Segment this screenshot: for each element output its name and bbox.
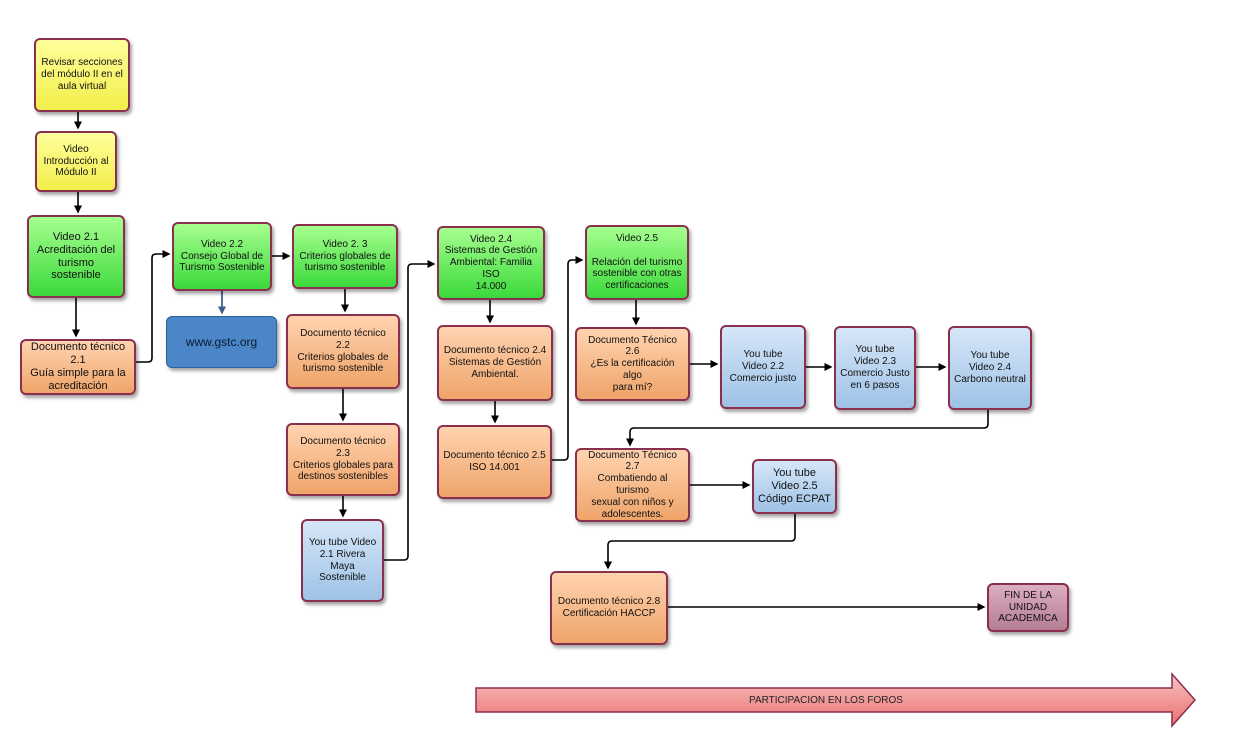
participation-banner-label: PARTICIPACION EN LOS FOROS [749, 694, 903, 706]
node-doc-2-4: Documento técnico 2.4 Sistemas de Gestió… [437, 325, 553, 401]
arrow-n13-n14 [552, 256, 584, 461]
node-youtube-video-2-5: You tube Video 2.5 Código ECPAT [752, 459, 837, 514]
node-video-2-5: Video 2.5 Relación del turismo sostenibl… [585, 225, 689, 300]
node-video-2-4: Video 2.4 Sistemas de Gestión Ambiental:… [437, 226, 545, 300]
participation-banner-arrow [475, 672, 1197, 728]
arrow-n18-n19 [626, 410, 989, 447]
node-youtube-video-2-2: You tube Video 2.2 Comercio justo [720, 325, 806, 409]
node-doc-2-7: Documento Técnico 2.7 Combatiendo al tur… [575, 448, 690, 522]
node-video-2-2: Video 2.2 Consejo Global de Turismo Sost… [172, 222, 272, 291]
node-video-introduccion: Video Introducción al Módulo II [35, 131, 117, 192]
node-doc-2-5: Documento técnico 2.5 ISO 14.001 [437, 425, 552, 499]
arrow-n10-n11 [384, 260, 436, 561]
arrow-n4-n5 [136, 250, 171, 363]
node-doc-2-6: Documento Técnico 2.6 ¿Es la certificaci… [575, 327, 690, 401]
node-youtube-video-2-3: You tube Video 2.3 Comercio Justo en 6 p… [834, 326, 916, 410]
link-gstc[interactable]: www.gstc.org [166, 316, 277, 368]
node-youtube-video-2-1: You tube Video 2.1 Rivera Maya Sostenibl… [301, 519, 384, 602]
arrow-n20-n21 [604, 514, 796, 570]
node-revisar-secciones: Revisar secciones del módulo II en el au… [34, 38, 130, 112]
node-video-2-1: Video 2.1 Acreditación del turismo soste… [27, 215, 125, 298]
node-video-2-3: Video 2. 3 Criterios globales de turismo… [292, 224, 398, 289]
node-doc-2-8: Documento técnico 2.8 Certificación HACC… [550, 571, 668, 645]
node-doc-2-2: Documento técnico 2.2 Criterios globales… [286, 314, 400, 389]
node-youtube-video-2-4: You tube Video 2.4 Carbono neutral [948, 326, 1032, 410]
node-doc-2-1: Documento técnico 2.1 Guía simple para l… [20, 339, 136, 395]
node-doc-2-3: Documento técnico 2.3 Criterios globales… [286, 423, 400, 496]
node-fin-unidad: FIN DE LA UNIDAD ACADEMICA [987, 583, 1069, 632]
